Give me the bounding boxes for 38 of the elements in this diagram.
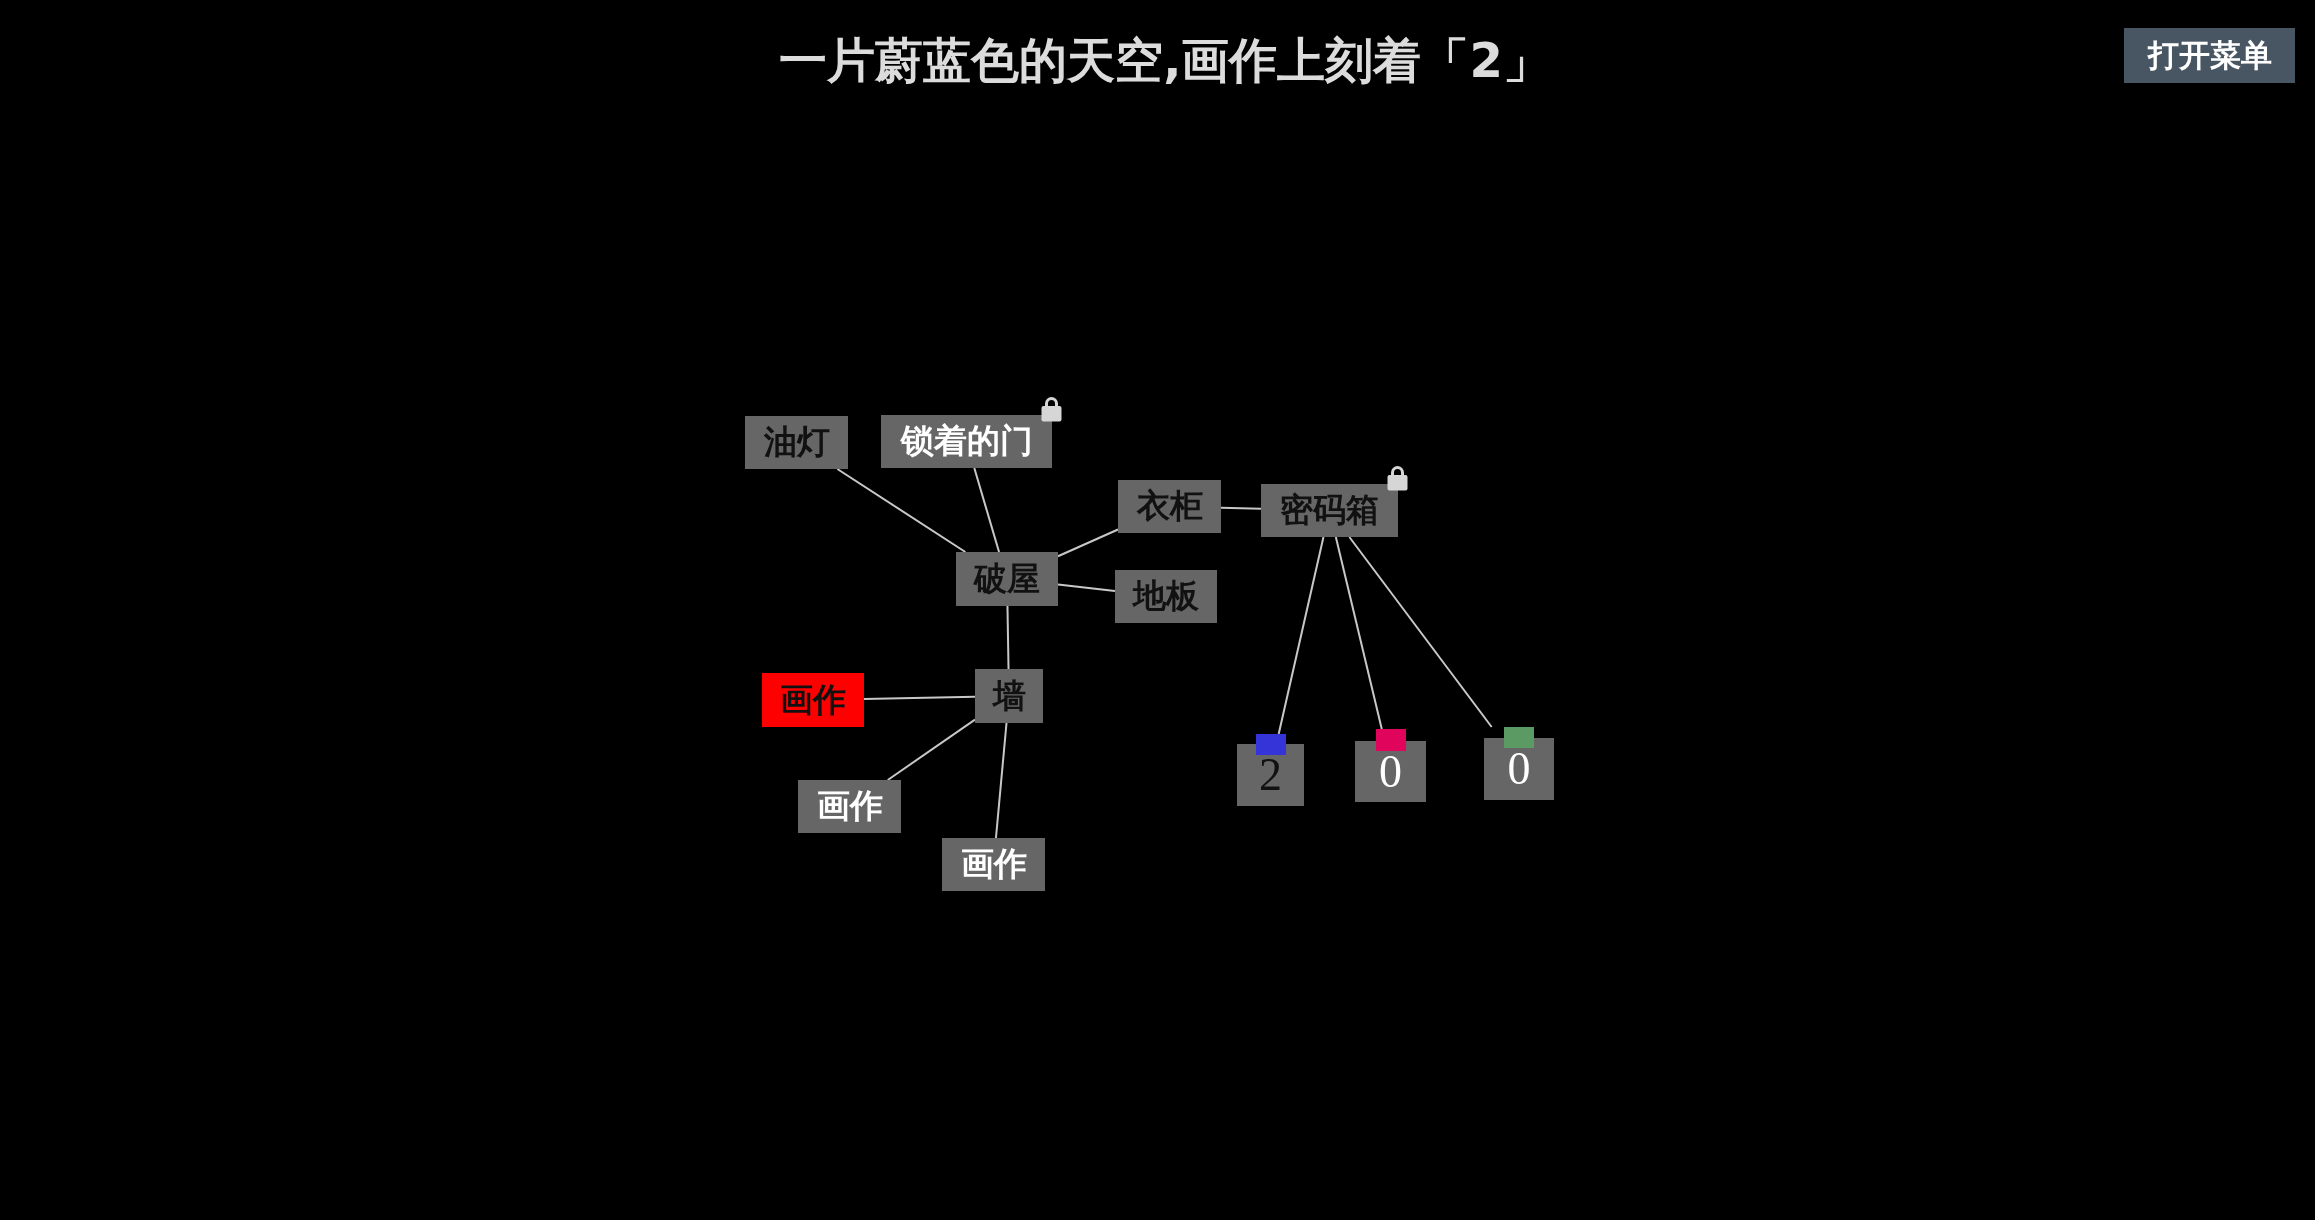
item-box xyxy=(745,416,848,469)
item-label: 墙 xyxy=(992,678,1026,714)
digit-label: 0 xyxy=(1507,746,1531,792)
connector-line xyxy=(1057,583,1116,592)
connector-line xyxy=(1348,536,1493,728)
digit-box xyxy=(1355,729,1426,802)
connector-line xyxy=(863,695,976,700)
page-title: 一片蔚蓝色的天空,画作上刻着「2」 xyxy=(779,32,1551,90)
item-label: 画作 xyxy=(780,682,846,718)
digit-box xyxy=(1237,734,1304,806)
item-label: 锁着的门 xyxy=(900,424,1033,459)
menu-button: 打开菜单 xyxy=(2124,28,2295,83)
connector-line xyxy=(1057,528,1119,558)
item-label: 油灯 xyxy=(763,425,830,460)
highlighted-item-box xyxy=(762,673,864,727)
connector-line xyxy=(994,722,1008,839)
item-label: 地板 xyxy=(1133,579,1199,614)
connector-line xyxy=(836,468,967,553)
item-box xyxy=(975,669,1043,723)
digit-label: 2 xyxy=(1259,752,1282,798)
item-label: 密码箱 xyxy=(1280,493,1379,528)
item-box xyxy=(1115,570,1217,623)
connector-line xyxy=(886,718,976,781)
connector-line xyxy=(1277,536,1325,735)
digit-box xyxy=(1484,727,1554,800)
item-label: 破屋 xyxy=(974,561,1040,597)
item-box xyxy=(942,838,1045,891)
item-label: 画作 xyxy=(960,847,1027,882)
item-box xyxy=(1118,480,1221,533)
connector-line xyxy=(1006,605,1010,670)
connector-line xyxy=(1334,536,1383,730)
item-box xyxy=(798,780,901,833)
digit-label: 0 xyxy=(1379,748,1402,795)
item-label: 画作 xyxy=(816,789,883,824)
item-label: 衣柜 xyxy=(1136,489,1203,524)
connector-line xyxy=(1220,506,1262,510)
connector-line xyxy=(973,467,1001,553)
item-box xyxy=(956,552,1058,606)
